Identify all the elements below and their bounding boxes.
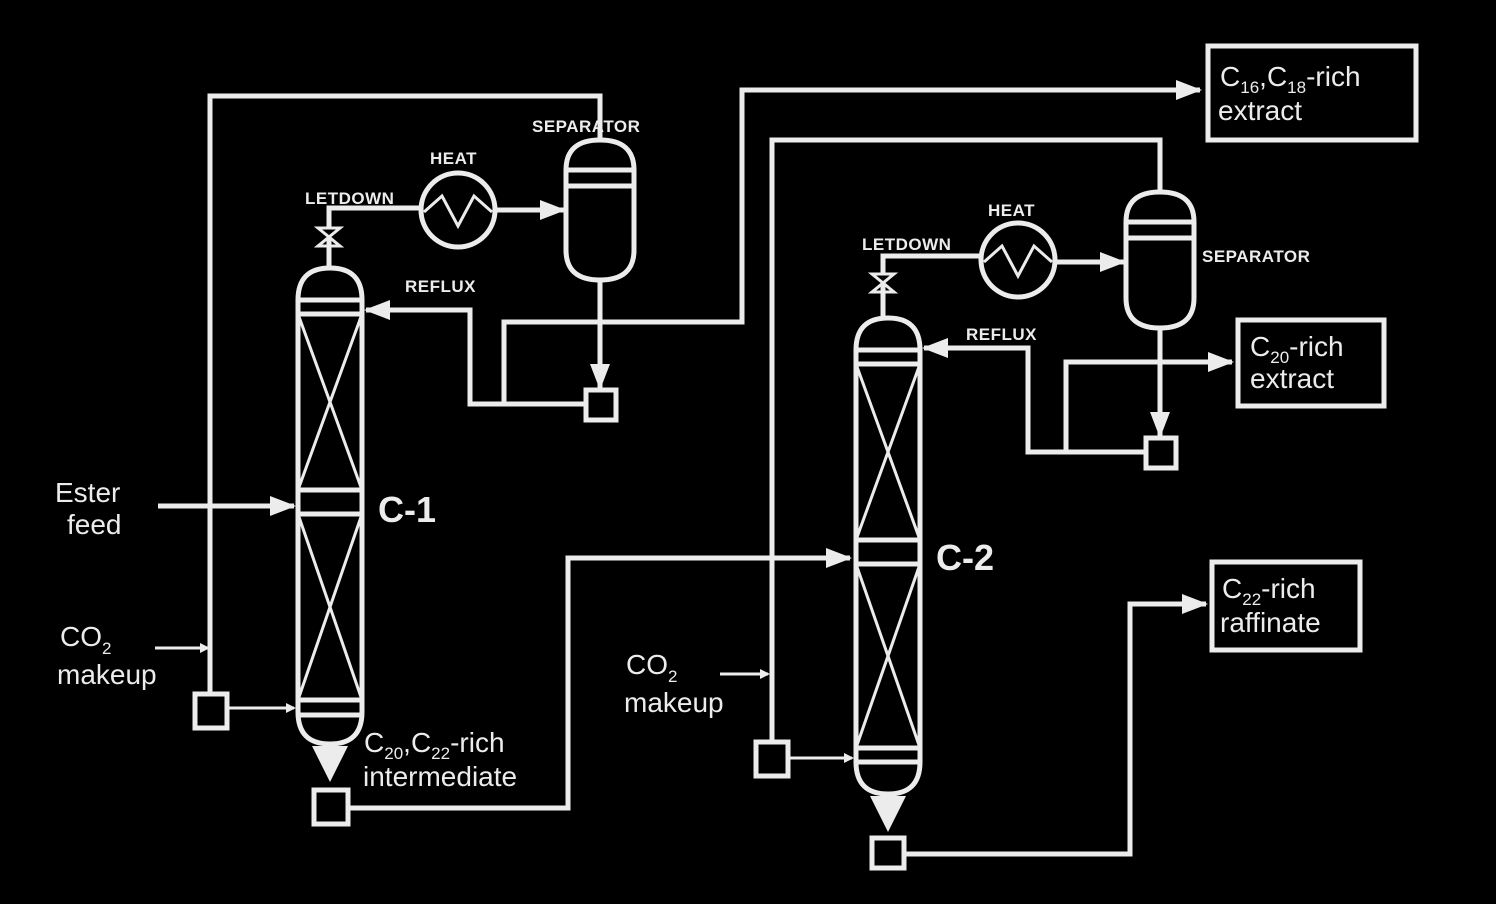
separator-label-c1: SEPARATOR bbox=[532, 117, 640, 136]
heat-label-c1: HEAT bbox=[430, 149, 477, 168]
co2-label-c1: CO2 bbox=[60, 621, 111, 658]
separator-c1 bbox=[563, 137, 637, 283]
pump-c1 bbox=[192, 691, 230, 731]
product-box-c20-extract: C20-rich extract bbox=[1235, 317, 1387, 409]
separator-c2 bbox=[1123, 189, 1197, 331]
reflux-drum-c2 bbox=[1143, 435, 1179, 471]
pump-c2 bbox=[753, 739, 791, 779]
extract-label-1: extract bbox=[1218, 95, 1302, 126]
separator-label-c2: SEPARATOR bbox=[1202, 247, 1310, 266]
makeup-label-c2: makeup bbox=[624, 687, 724, 718]
product-box-c16-c18-extract: C16,C18-rich extract bbox=[1205, 43, 1419, 143]
reflux-drum-c1 bbox=[583, 387, 619, 423]
letdown-valve-c1 bbox=[313, 226, 345, 268]
intermediate-label: intermediate bbox=[363, 761, 517, 792]
letdown-valve-c2 bbox=[867, 272, 899, 318]
ester-label: Ester bbox=[55, 477, 120, 508]
intermediate-composition-label: C20,C22-rich bbox=[364, 727, 505, 763]
feed-label: feed bbox=[67, 509, 122, 540]
c16-c18-rich-label: C16,C18-rich bbox=[1220, 61, 1361, 97]
bottoms-arrow-c2 bbox=[870, 796, 906, 832]
reflux-label-c1: REFLUX bbox=[405, 277, 476, 296]
column-c1 bbox=[295, 265, 365, 747]
bottoms-arrow-c1 bbox=[312, 746, 348, 782]
co2-label-c2: CO2 bbox=[626, 649, 677, 686]
bottoms-drum-c2 bbox=[869, 835, 907, 871]
c20-rich-label: C20-rich bbox=[1250, 331, 1344, 367]
bottoms-drum-c1 bbox=[311, 787, 351, 827]
c22-rich-label: C22-rich bbox=[1222, 573, 1316, 609]
letdown-label-c1: LETDOWN bbox=[305, 189, 394, 208]
column-c1-system: C-1 LETDOWN HEAT SEPARATOR REFLU bbox=[55, 80, 1202, 827]
raffinate-label: raffinate bbox=[1220, 607, 1321, 638]
heat-exchanger-c1 bbox=[418, 170, 498, 250]
extract-label-2: extract bbox=[1250, 363, 1334, 394]
letdown-label-c2: LETDOWN bbox=[862, 235, 951, 254]
product-box-c22-raffinate: C22-rich raffinate bbox=[1209, 559, 1363, 653]
reflux-label-c2: REFLUX bbox=[966, 325, 1037, 344]
makeup-label-c1: makeup bbox=[57, 659, 157, 690]
column-c2-system: C-2 LETDOWN HEAT SEPARATOR REFLUX bbox=[624, 137, 1310, 871]
column-c2 bbox=[853, 315, 923, 797]
heat-exchanger-c2 bbox=[978, 220, 1058, 300]
column-c1-label: C-1 bbox=[378, 489, 436, 530]
column-c2-label: C-2 bbox=[936, 537, 994, 578]
heat-label-c2: HEAT bbox=[988, 201, 1035, 220]
